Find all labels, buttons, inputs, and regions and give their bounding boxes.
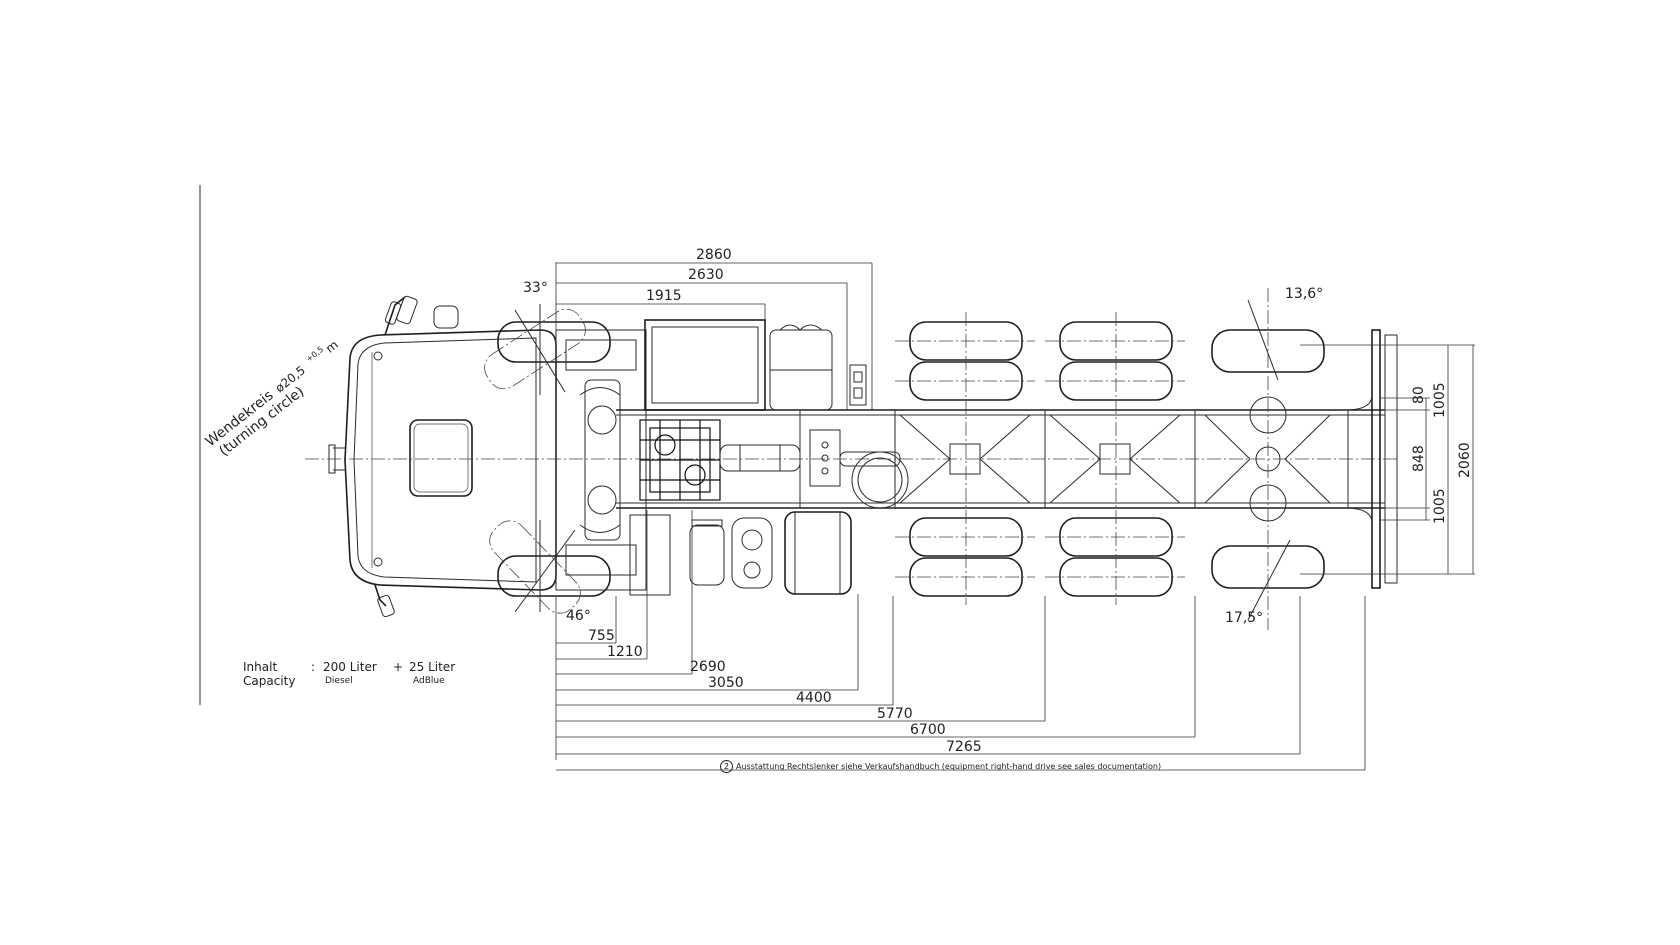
dim-2630: 2630 <box>688 267 724 283</box>
capacity-adblue-value: 25 Liter <box>409 660 456 674</box>
dim-755: 755 <box>588 628 615 644</box>
gearbox <box>639 419 841 501</box>
dim-5770: 5770 <box>877 706 913 722</box>
angle-rear-bottom: 17,5° <box>1225 610 1263 626</box>
front-wheel-top <box>484 304 611 395</box>
dim-848: 848 <box>1411 445 1427 472</box>
fuel-tank <box>784 511 852 595</box>
engine-area <box>555 329 647 591</box>
dim-7265: 7265 <box>946 739 982 755</box>
footnote-text: Ausstattung Rechtslenker siehe Verkaufsh… <box>736 762 1162 771</box>
dim-1210: 1210 <box>607 644 643 660</box>
dim-2060: 2060 <box>1457 442 1473 478</box>
rear-steer-axle <box>1204 288 1331 630</box>
capacity-diesel-label: Diesel <box>325 676 353 686</box>
dims-top <box>555 262 873 410</box>
capacity-plus: + <box>393 660 404 674</box>
dim-6700: 6700 <box>910 722 946 738</box>
drive-axle-2 <box>1045 312 1185 605</box>
dim-4400: 4400 <box>796 690 832 706</box>
cab <box>328 329 557 591</box>
angle-front-bottom: 46° <box>566 608 591 624</box>
propshaft <box>839 451 909 509</box>
drive-axle-1 <box>895 312 1035 605</box>
dim-1005-top: 1005 <box>1432 382 1448 418</box>
capacity-diesel-value: 200 Liter <box>323 660 377 674</box>
dims-right <box>1300 344 1475 575</box>
mirror-bottom <box>374 584 395 618</box>
rear-end <box>1344 329 1398 589</box>
turning-circle-unit: m <box>323 338 341 356</box>
mirror-top <box>384 295 459 336</box>
adblue-tank <box>689 519 725 586</box>
angle-rear-top: 13,6° <box>1285 286 1323 302</box>
dim-80: 80 <box>1411 386 1427 404</box>
footnote-marker: 2 <box>720 760 733 773</box>
capacity-label-en: Capacity <box>243 674 296 688</box>
dim-2860: 2860 <box>696 247 732 263</box>
turning-circle-tolerance: +0,5 <box>304 345 325 364</box>
turning-circle-label: Wendekreis ø20,5 +0,5 m (turning circle) <box>203 338 341 460</box>
dims-bottom <box>555 510 1366 771</box>
capacity-adblue-label: AdBlue <box>413 676 445 686</box>
air-tanks-top <box>769 324 833 411</box>
dim-2690: 2690 <box>690 659 726 675</box>
angle-front-top: 33° <box>523 280 548 296</box>
capacity-separator: : <box>311 660 316 674</box>
exhaust-filter <box>629 514 773 596</box>
dim-1005-bottom: 1005 <box>1432 488 1448 524</box>
capacity-label-de: Inhalt <box>243 660 278 674</box>
battery-box <box>644 319 766 411</box>
capacity-legend: Inhalt Capacity : 200 Liter + 25 Liter D… <box>243 660 483 694</box>
valve-cluster-top <box>849 364 867 406</box>
roof-hatch <box>409 419 473 497</box>
dim-1915: 1915 <box>646 288 682 304</box>
dim-3050: 3050 <box>708 675 744 691</box>
front-wheel-bottom <box>489 520 611 614</box>
